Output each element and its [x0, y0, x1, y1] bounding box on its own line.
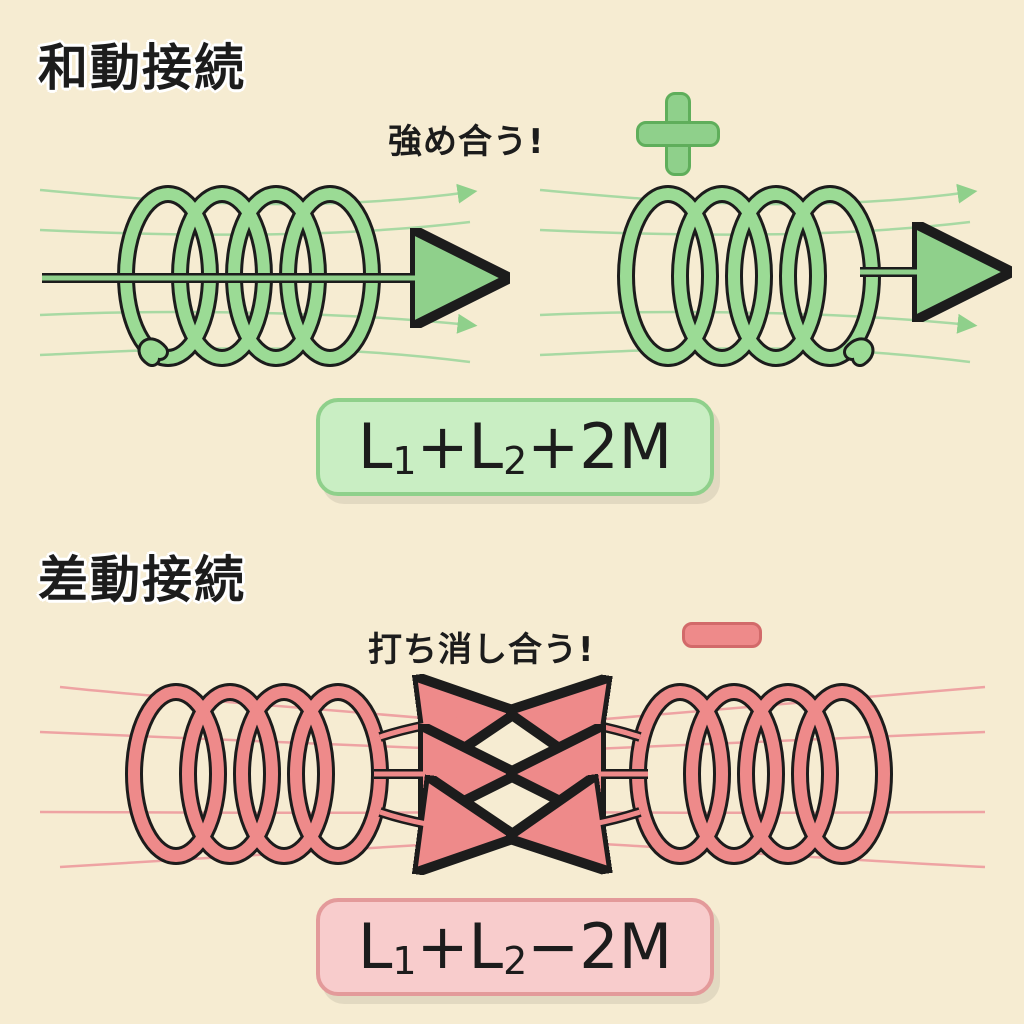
- coil-right: [617, 185, 881, 367]
- flux-arrows-left: [374, 717, 478, 832]
- coil-left: [125, 683, 389, 865]
- section-title: 差動接続: [38, 551, 246, 609]
- inductance-formula: L1+L2−2M: [316, 898, 714, 996]
- section-caption: 打ち消し合う!: [368, 630, 595, 670]
- flux-arrows-right: [546, 717, 648, 832]
- coil-right: [629, 683, 893, 865]
- section-title: 和動接続: [38, 39, 246, 97]
- series-aiding-section: 和動接続 強め合う!: [38, 39, 1024, 496]
- section-caption: 強め合う!: [388, 122, 545, 162]
- plus-icon: [632, 88, 724, 180]
- field-lines-left: [39, 685, 471, 869]
- coils-diagram-opposing: [39, 512, 986, 1024]
- minus-icon: [682, 622, 762, 648]
- coils-diagram-aiding: [39, 183, 1024, 367]
- series-opposing-section: 差動接続 打ち消し合う!: [0, 512, 1024, 1024]
- inductance-formula: L1+L2+2M: [316, 398, 714, 496]
